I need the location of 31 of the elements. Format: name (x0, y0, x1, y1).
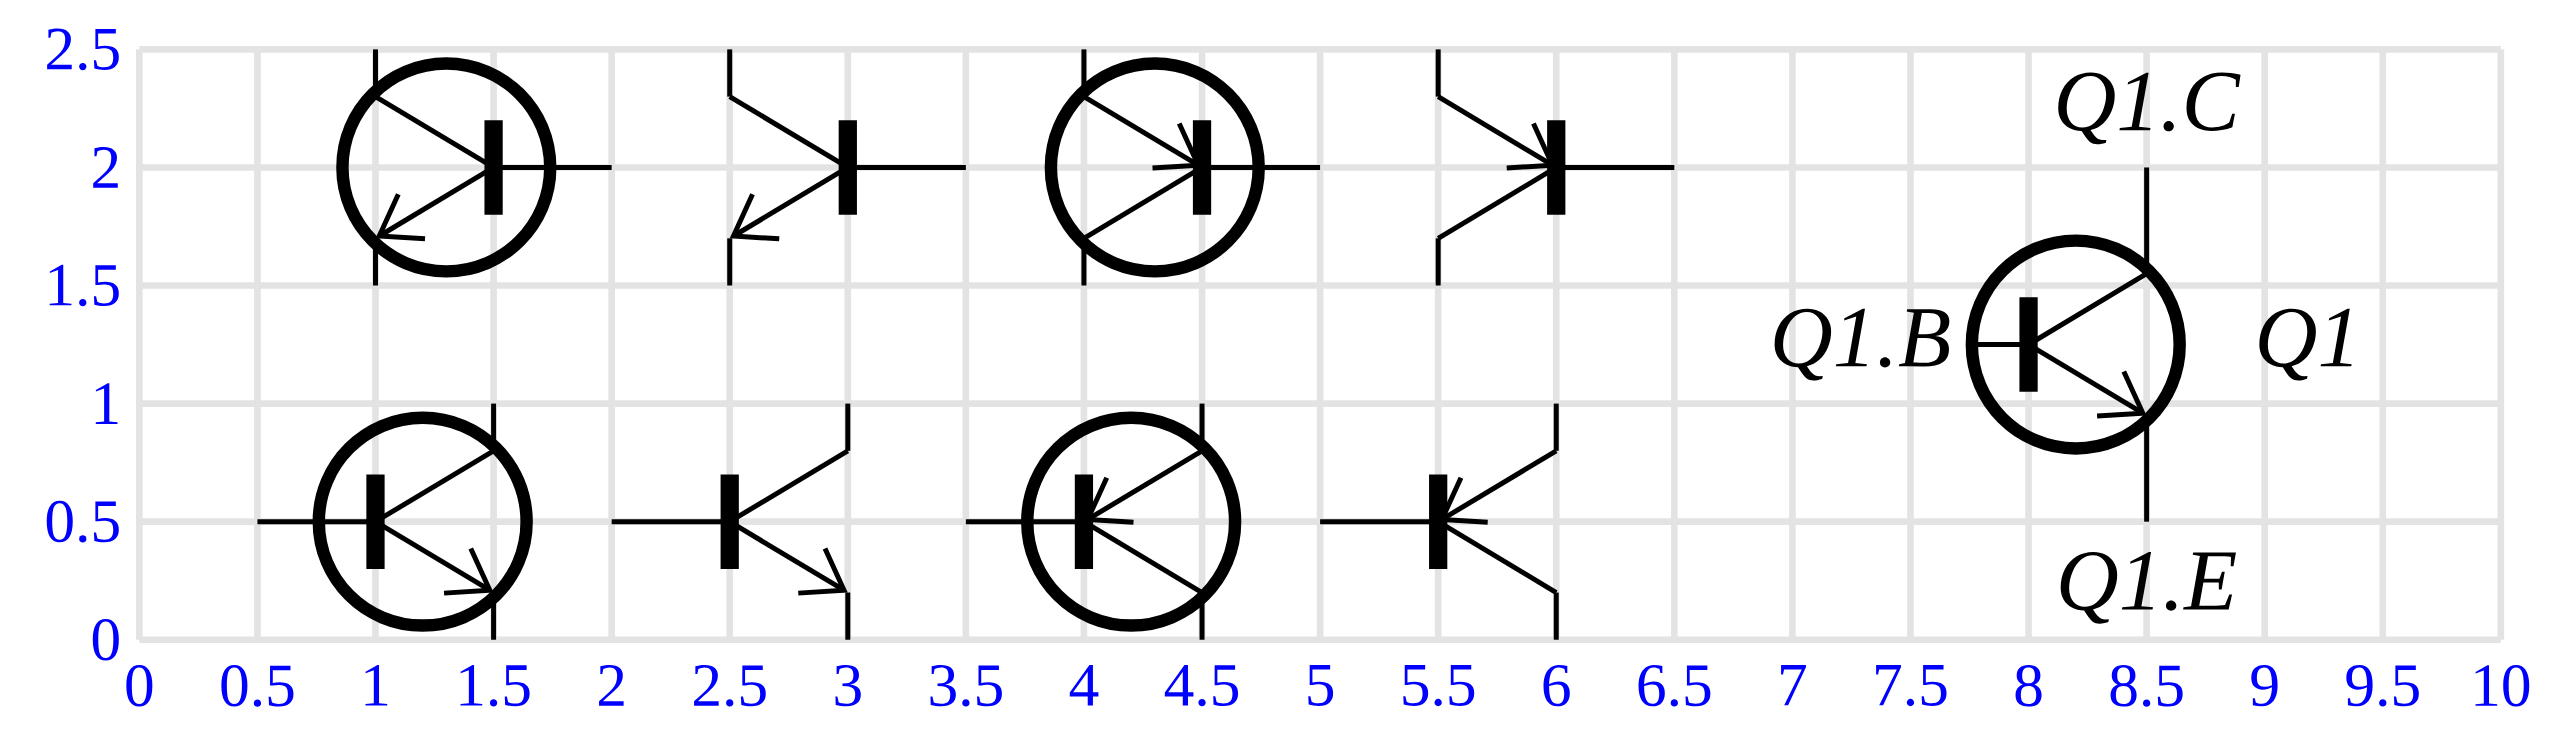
tick-label: 8.5 (2110, 665, 2183, 707)
tick-label: 5 (1308, 665, 1334, 706)
component-label: Q1 (2259, 308, 2352, 381)
tick-label: 10 (2475, 665, 2530, 707)
tick-label: 0 (126, 665, 153, 707)
terminal-label: Q1.E (2060, 551, 2236, 624)
terminal-label: Q1.C (2058, 72, 2241, 145)
tick-label: 9 (2251, 665, 2278, 707)
tick-label: 1.5 (49, 264, 119, 307)
tick-label: 3 (835, 665, 861, 707)
tick-label: 2.5 (694, 665, 766, 707)
tick-label: 5.5 (1403, 665, 1475, 707)
terminal-label: Q1.B (1774, 308, 1950, 381)
tick-label: 1 (365, 665, 388, 706)
tick-label: 1 (95, 383, 118, 424)
tick-label: 0.5 (221, 665, 294, 707)
tick-label: 6.5 (1638, 665, 1711, 707)
tick-label: 1.5 (460, 665, 530, 707)
tick-label: 7 (1781, 665, 1806, 706)
tick-label: 4.5 (1164, 665, 1239, 707)
tick-label: 3.5 (930, 665, 1002, 707)
tick-label: 7.5 (1876, 665, 1947, 707)
tick-label: 0.5 (46, 500, 119, 543)
tick-label: 0 (92, 619, 119, 661)
tick-label: 8 (2015, 665, 2042, 707)
tick-label: 2 (599, 665, 624, 706)
tick-label: 4 (1069, 665, 1099, 706)
tick-label: 2.5 (47, 28, 119, 71)
tick-label: 9.5 (2346, 665, 2419, 707)
tick-label: 6 (1543, 665, 1570, 707)
tick-label: 2 (93, 147, 118, 188)
